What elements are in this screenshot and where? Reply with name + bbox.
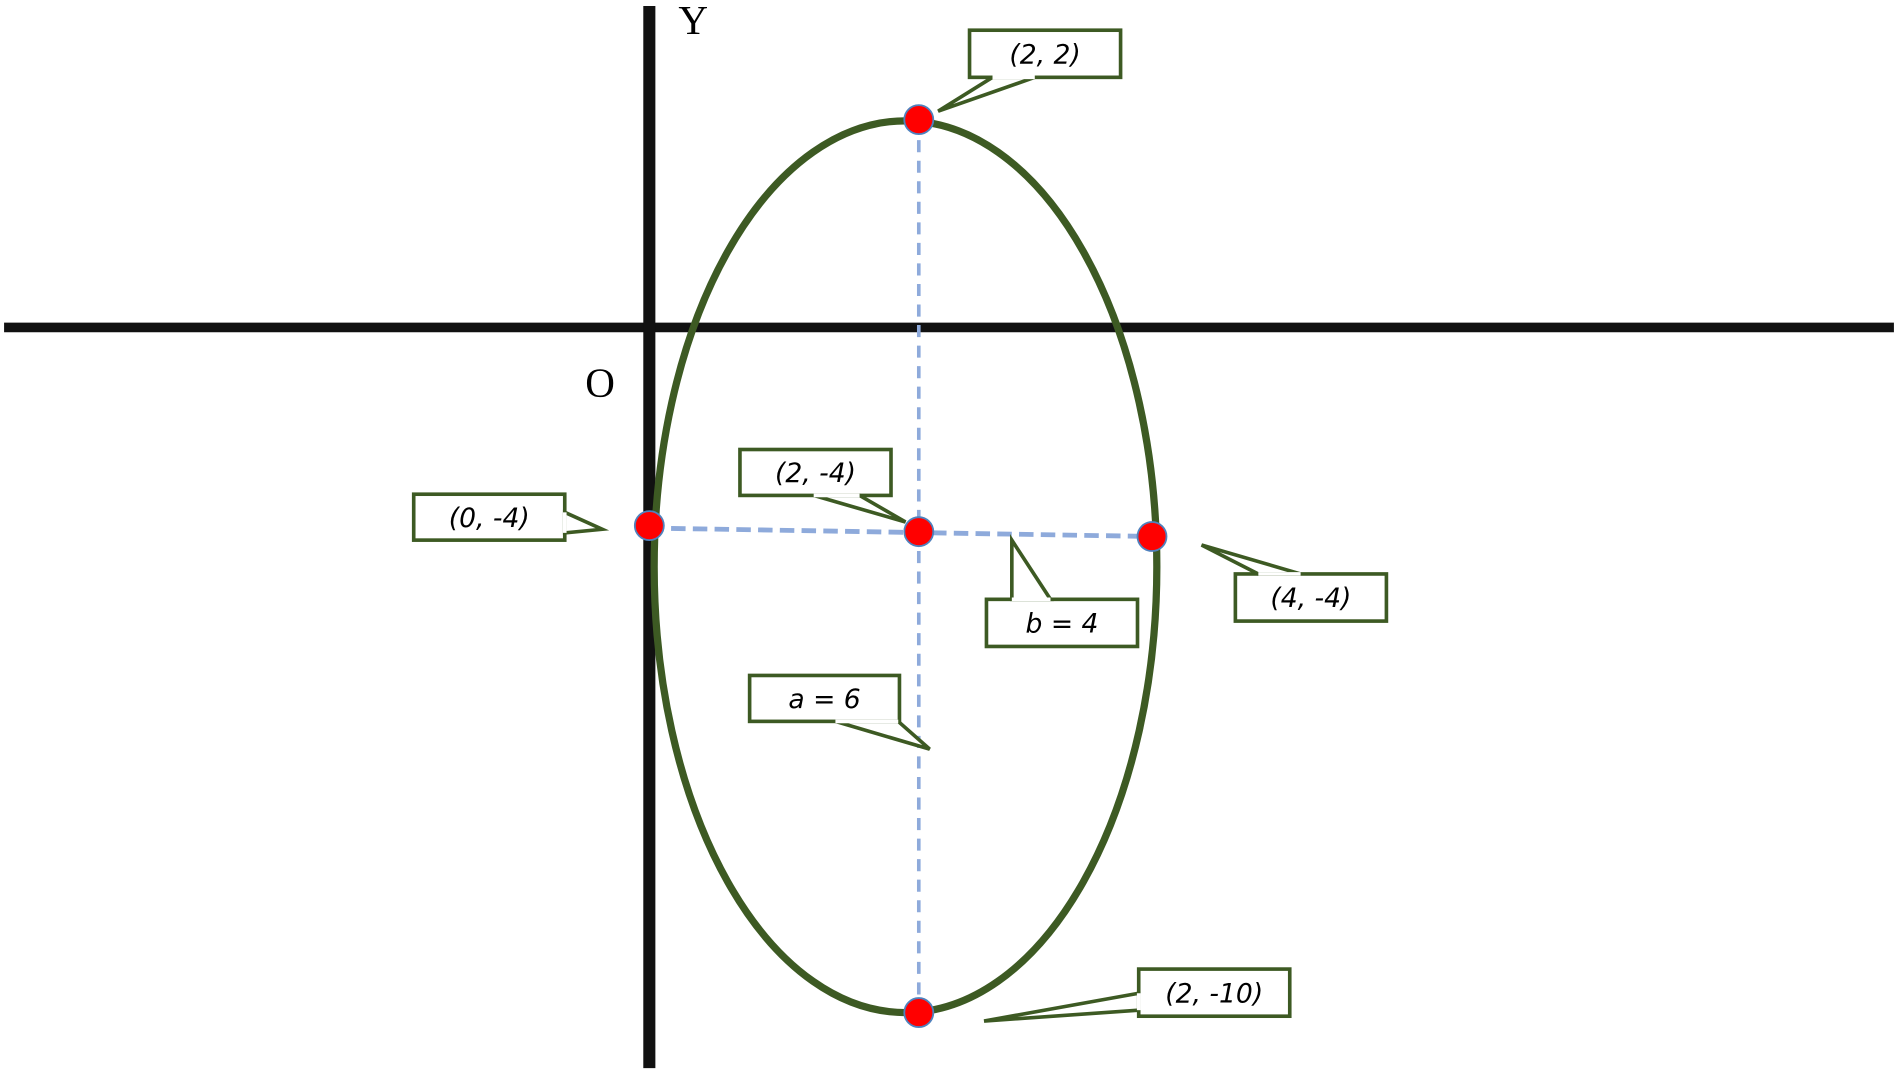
right-covertex-label: (4, -4) — [1270, 583, 1351, 614]
callout-box — [411, 492, 567, 542]
callout-box — [1136, 967, 1292, 1019]
callout-box — [747, 673, 902, 724]
point-top-vertex — [903, 104, 935, 136]
left-covertex-callout: (0, -4) — [411, 492, 610, 542]
callout-tail — [1200, 543, 1302, 576]
callout-tail — [1010, 534, 1054, 602]
bottom-vertex-callout: (2, -10) — [983, 967, 1292, 1023]
semi-major-callout: a = 6 — [747, 673, 931, 751]
origin-label: O — [585, 359, 615, 405]
left-covertex-label: (0, -4) — [449, 503, 530, 534]
callout-box — [967, 28, 1123, 80]
callout-tail — [834, 719, 931, 751]
center-callout: (2, -4) — [738, 447, 907, 524]
callout-box — [738, 447, 893, 498]
point-right-covertex — [1136, 521, 1168, 552]
callout-tail — [562, 509, 610, 535]
bottom-vertex-label: (2, -10) — [1165, 978, 1263, 1009]
minor-axis-dashed — [649, 525, 1153, 539]
point-center — [903, 516, 935, 548]
top-vertex-callout: (2, 2) — [937, 28, 1123, 113]
callout-box — [1233, 572, 1389, 623]
top-vertex-label: (2, 2) — [1009, 39, 1080, 70]
semi-minor-label: b = 4 — [1026, 609, 1099, 640]
callout-tail — [937, 75, 1036, 113]
ellipse-curve — [650, 117, 1161, 1017]
y-axis-label: Y — [678, 0, 708, 43]
semi-minor-callout: b = 4 — [984, 534, 1140, 649]
semi-major-label: a = 6 — [788, 684, 860, 715]
callout-tail — [813, 493, 907, 524]
right-covertex-callout: (4, -4) — [1200, 543, 1389, 623]
center-label: (2, -4) — [775, 458, 856, 489]
callout-tail — [983, 991, 1141, 1023]
point-left-covertex — [633, 510, 665, 542]
point-bottom-vertex — [903, 997, 935, 1028]
callout-box — [984, 597, 1140, 649]
